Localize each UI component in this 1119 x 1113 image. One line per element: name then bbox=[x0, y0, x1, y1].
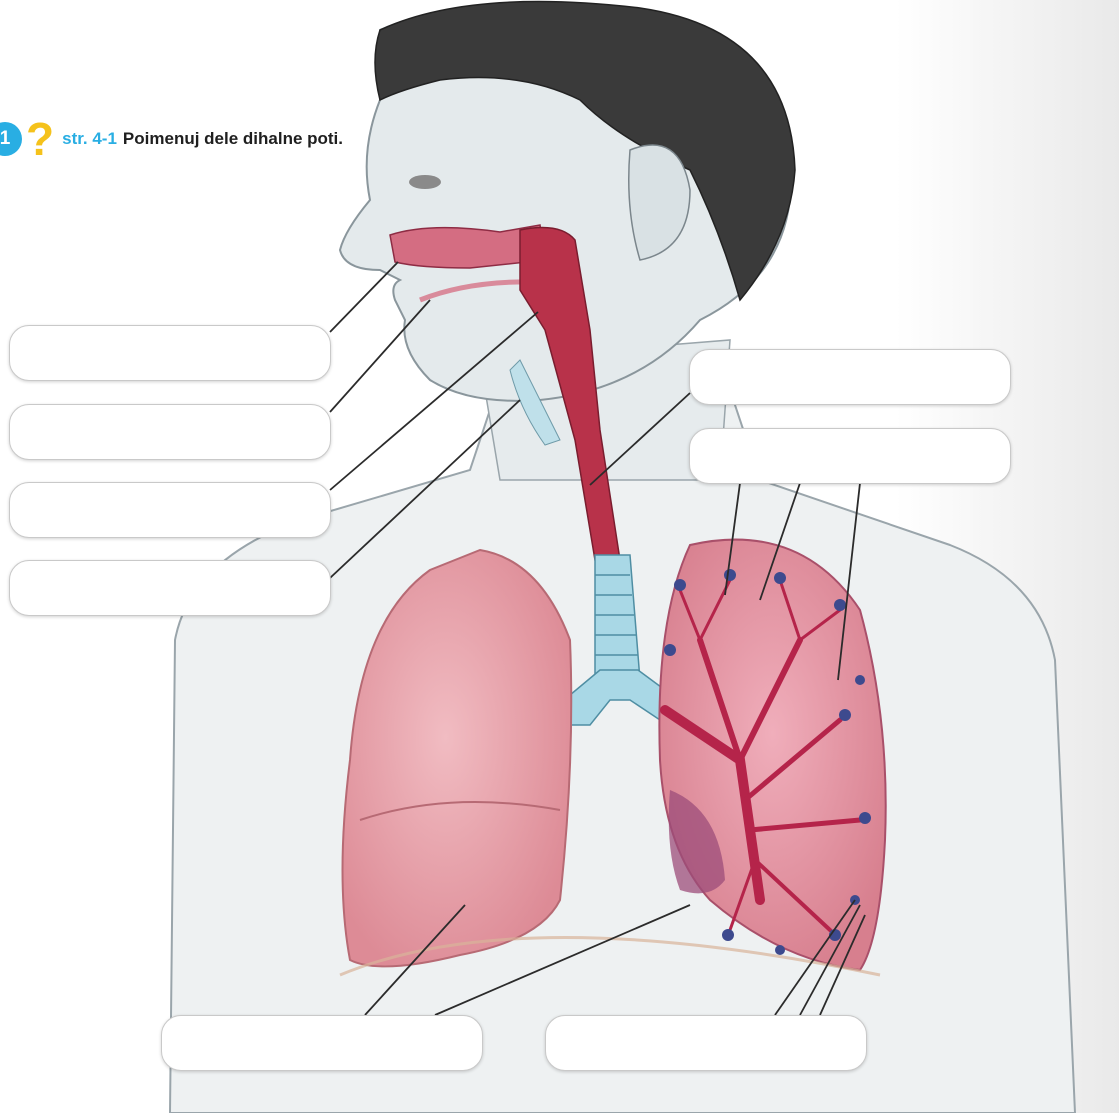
page-reference: str. 4-1 bbox=[62, 129, 117, 149]
exercise-number-badge: 1 bbox=[0, 122, 22, 156]
answer-box-bronchi[interactable] bbox=[689, 428, 1011, 484]
exercise-instruction: Poimenuj dele dihalne poti. bbox=[123, 129, 343, 149]
answer-box-oral-cavity[interactable] bbox=[9, 404, 331, 460]
answer-box-trachea[interactable] bbox=[689, 349, 1011, 405]
answer-box-alveoli[interactable] bbox=[545, 1015, 867, 1071]
eye bbox=[409, 175, 441, 189]
answer-box-nasal-cavity[interactable] bbox=[9, 325, 331, 381]
exercise-header: 1 ? str. 4-1 Poimenuj dele dihalne poti. bbox=[0, 116, 343, 162]
answer-box-lungs[interactable] bbox=[161, 1015, 483, 1071]
question-mark-icon: ? bbox=[26, 116, 54, 162]
answer-box-pharynx[interactable] bbox=[9, 482, 331, 538]
answer-box-larynx[interactable] bbox=[9, 560, 331, 616]
